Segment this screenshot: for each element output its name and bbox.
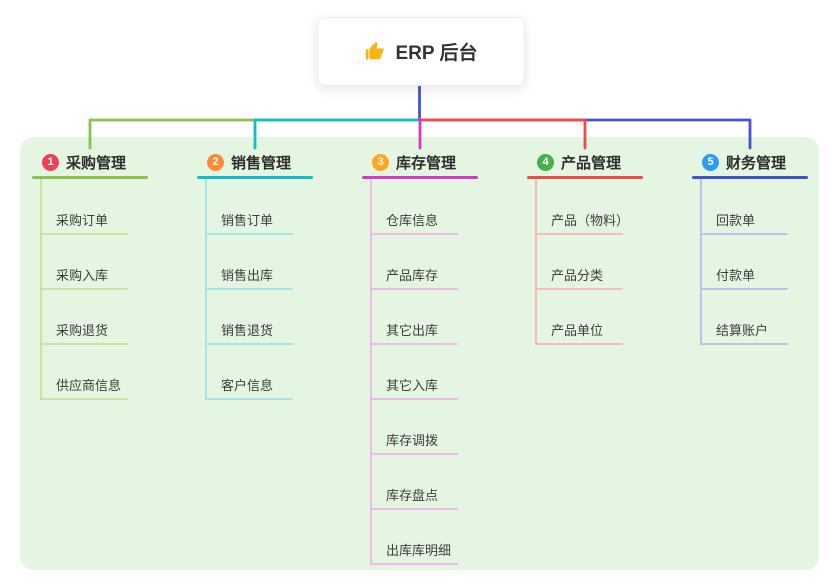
child-underline (700, 233, 788, 235)
branch-label: 产品管理 (561, 154, 622, 172)
child-underline (370, 233, 458, 235)
branch-underline (362, 176, 478, 179)
child-node[interactable]: 产品（物料） (551, 213, 630, 228)
child-node[interactable]: 销售出库 (221, 268, 274, 283)
child-underline (370, 288, 458, 290)
branch-number-badge: 2 (207, 153, 224, 171)
child-underline (205, 233, 293, 235)
child-underline (535, 288, 623, 290)
branch-underline (32, 176, 148, 179)
child-underline (40, 288, 128, 290)
child-node[interactable]: 库存盘点 (386, 488, 439, 503)
child-node[interactable]: 销售订单 (221, 213, 274, 228)
branch-node-2[interactable]: 2 销售管理 (197, 148, 313, 176)
branch-label: 销售管理 (231, 154, 292, 172)
child-underline (40, 233, 128, 235)
branch-label: 库存管理 (396, 154, 457, 172)
branch-child-rail (370, 179, 372, 565)
branch-node-5[interactable]: 5 财务管理 (692, 148, 808, 176)
branch-underline (197, 176, 313, 179)
branch-node-1[interactable]: 1 采购管理 (32, 148, 148, 176)
child-underline (205, 398, 293, 400)
branch-label: 财务管理 (726, 154, 787, 172)
child-underline (205, 343, 293, 345)
child-underline (205, 288, 293, 290)
child-node[interactable]: 采购入库 (56, 268, 109, 283)
child-node[interactable]: 采购退货 (56, 323, 109, 338)
branch-underline (527, 176, 643, 179)
branch-number-badge: 5 (702, 153, 719, 171)
child-node[interactable]: 销售退货 (221, 323, 274, 338)
child-node[interactable]: 出库库明细 (386, 543, 452, 558)
child-underline (40, 343, 128, 345)
branch-number-badge: 3 (372, 153, 389, 171)
child-underline (370, 508, 458, 510)
child-node[interactable]: 仓库信息 (386, 213, 439, 228)
branch-node-3[interactable]: 3 库存管理 (362, 148, 478, 176)
child-node[interactable]: 其它入库 (386, 378, 439, 393)
child-underline (700, 343, 788, 345)
branch-child-rail (535, 179, 537, 345)
child-underline (370, 453, 458, 455)
root-node-erp[interactable]: ERP 后台 (317, 17, 525, 86)
thumbs-up-icon (364, 41, 386, 63)
child-node[interactable]: 产品库存 (386, 268, 439, 283)
branches-background-panel (20, 137, 819, 570)
root-node-label: ERP 后台 (395, 43, 478, 64)
child-node[interactable]: 回款单 (716, 213, 756, 228)
child-node[interactable]: 供应商信息 (56, 378, 122, 393)
child-node[interactable]: 结算账户 (716, 323, 769, 338)
child-node[interactable]: 库存调拨 (386, 433, 439, 448)
child-node[interactable]: 付款单 (716, 268, 756, 283)
child-node[interactable]: 客户信息 (221, 378, 274, 393)
child-underline (535, 343, 623, 345)
branch-node-4[interactable]: 4 产品管理 (527, 148, 643, 176)
branch-number-badge: 1 (42, 153, 59, 171)
branch-underline (692, 176, 808, 179)
child-underline (700, 288, 788, 290)
child-underline (370, 563, 458, 565)
child-underline (370, 398, 458, 400)
child-node[interactable]: 产品单位 (551, 323, 604, 338)
child-node[interactable]: 产品分类 (551, 268, 604, 283)
child-node[interactable]: 采购订单 (56, 213, 109, 228)
child-node[interactable]: 其它出库 (386, 323, 439, 338)
child-underline (40, 398, 128, 400)
branch-child-rail (700, 179, 702, 345)
child-underline (370, 343, 458, 345)
branch-number-badge: 4 (537, 153, 554, 171)
branch-label: 采购管理 (66, 154, 127, 172)
child-underline (535, 233, 623, 235)
